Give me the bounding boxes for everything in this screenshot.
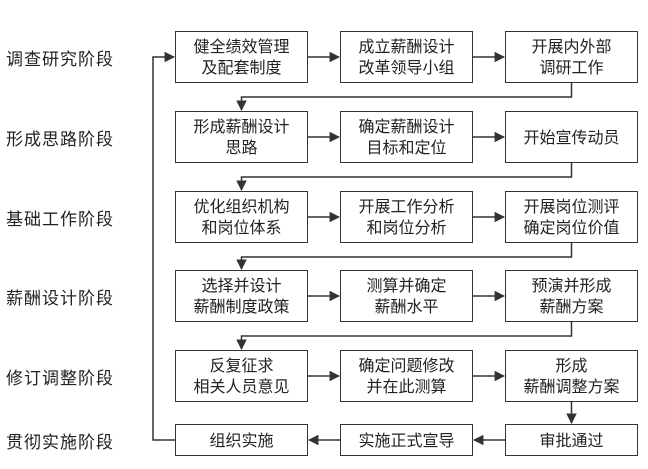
step-goal-positioning: 确定薪酬设计 目标和定位 — [340, 111, 473, 163]
step-leading-group: 成立薪酬设计 改革领导小组 — [340, 31, 473, 83]
row-transition-arrow — [236, 163, 573, 192]
step-performance-management: 健全绩效管理 及配套制度 — [175, 31, 308, 83]
row-transition-arrow — [236, 322, 573, 351]
step-collect-opinions: 反复征求 相关人员意见 — [175, 350, 308, 402]
step-job-evaluation: 开展岗位测评 确定岗位价值 — [505, 191, 638, 243]
step-policy-design: 选择并设计 薪酬制度政策 — [175, 270, 308, 322]
step-organization-optimization: 优化组织机构 和岗位体系 — [175, 191, 308, 243]
stage-label-idea: 形成思路阶段 — [6, 129, 114, 150]
feedback-loop-arrow — [152, 51, 176, 441]
step-salary-plan: 预演并形成 薪酬方案 — [505, 270, 638, 322]
stage-label-design: 薪酬设计阶段 — [6, 288, 114, 309]
step-mobilization: 开始宣传动员 — [505, 111, 638, 163]
step-design-idea: 形成薪酬设计 思路 — [175, 111, 308, 163]
stage-label-foundation: 基础工作阶段 — [6, 209, 114, 230]
step-formal-publicity: 实施正式宣导 — [340, 424, 473, 456]
step-internal-external-research: 开展内外部 调研工作 — [505, 31, 638, 83]
step-revise-recalculate: 确定问题修改 并在此测算 — [340, 350, 473, 402]
stage-label-implementation: 贯彻实施阶段 — [6, 432, 114, 453]
stage-label-revision: 修订调整阶段 — [6, 368, 114, 389]
step-salary-level: 测算并确定 薪酬水平 — [340, 270, 473, 322]
row-transition-arrow — [236, 243, 573, 271]
step-approval: 审批通过 — [505, 424, 638, 456]
step-organize-implementation: 组织实施 — [175, 424, 308, 456]
row-transition-arrow — [236, 83, 573, 112]
step-job-analysis: 开展工作分析 和岗位分析 — [340, 191, 473, 243]
step-adjustment-plan: 形成 薪酬调整方案 — [505, 350, 638, 402]
stage-label-research: 调查研究阶段 — [6, 49, 114, 70]
